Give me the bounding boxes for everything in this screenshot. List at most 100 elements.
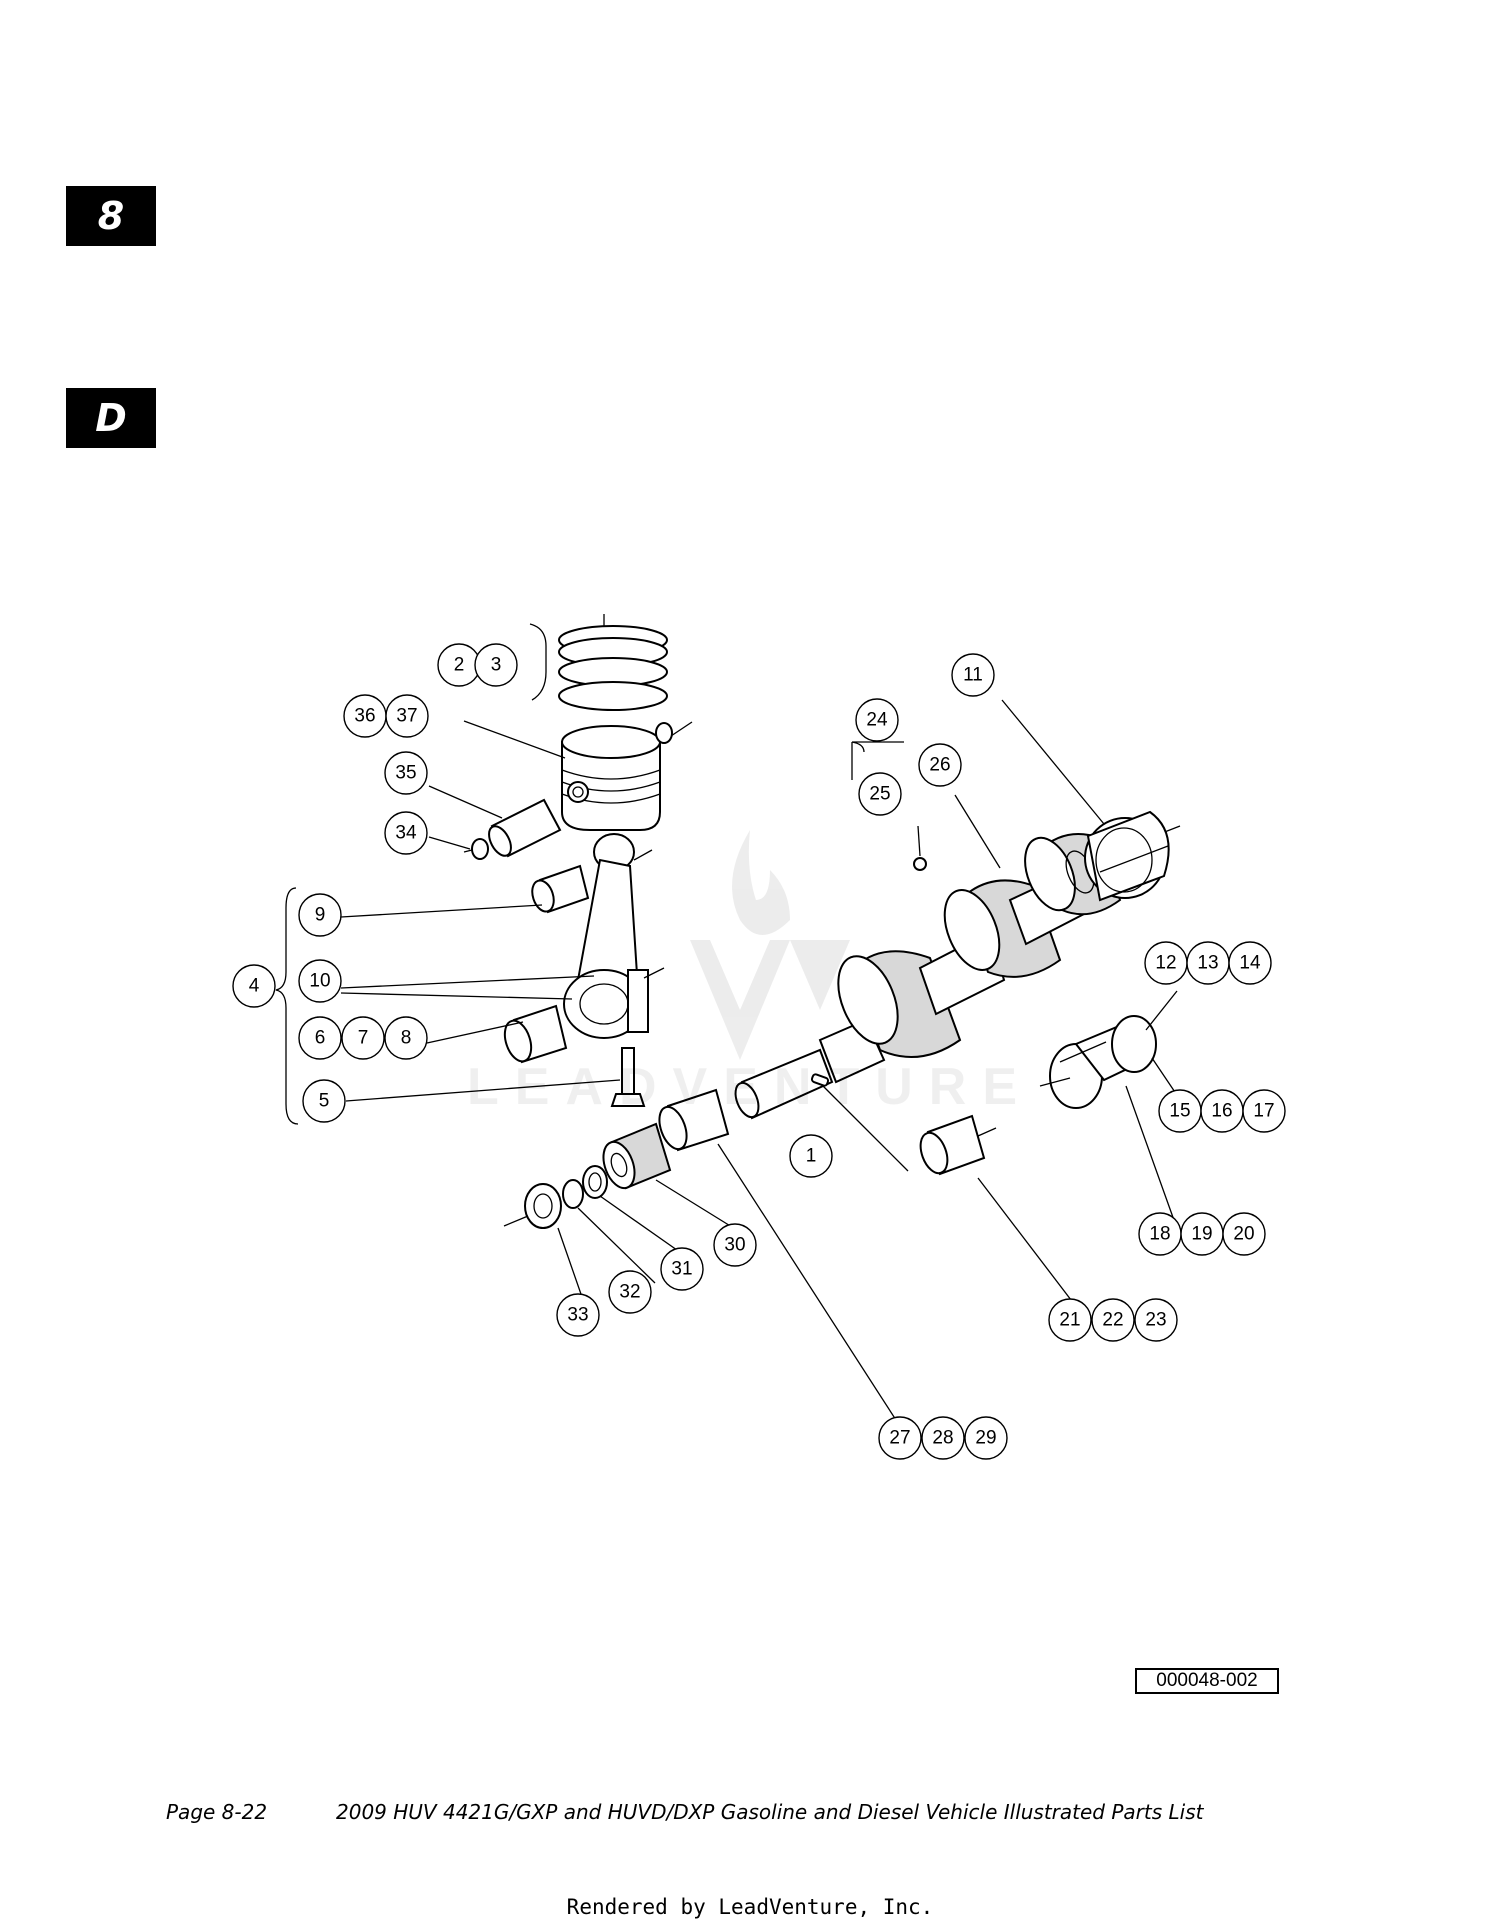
front-bearing-drawing <box>1084 810 1170 902</box>
callout-2: 2 <box>437 643 481 687</box>
callout-1: 1 <box>789 1134 833 1178</box>
callout-5: 5 <box>302 1079 346 1123</box>
footer-document-title: 2009 HUV 4421G/GXP and HUVD/DXP Gasoline… <box>336 1800 1204 1824</box>
clip-right-drawing <box>655 722 673 744</box>
callout-label: 14 <box>1239 953 1261 974</box>
collar-drawing <box>582 1165 608 1199</box>
o-ring-drawing <box>562 1179 584 1209</box>
main-bearing-holder-drawing <box>1039 1015 1157 1109</box>
bracket-piston-rings <box>529 623 547 701</box>
callout-31: 31 <box>660 1247 704 1291</box>
crank-gear-drawing <box>602 1122 672 1190</box>
callout-32: 32 <box>608 1270 652 1314</box>
callout-label: 26 <box>929 755 950 776</box>
rod-bearing-drawing <box>503 1004 568 1064</box>
callout-label: 34 <box>395 823 417 844</box>
callout-37: 37 <box>385 694 429 738</box>
callout-label: 30 <box>724 1235 745 1256</box>
callout-22: 22 <box>1091 1298 1135 1342</box>
callout-label: 33 <box>567 1305 588 1326</box>
callout-label: 18 <box>1149 1224 1170 1245</box>
callout-26: 26 <box>918 743 962 787</box>
callout-20: 20 <box>1222 1212 1266 1256</box>
callout-35: 35 <box>384 751 428 795</box>
callout-13: 13 <box>1186 941 1230 985</box>
callout-label: 35 <box>395 763 416 784</box>
callout-label: 32 <box>619 1282 640 1303</box>
callout-label: 25 <box>869 784 890 805</box>
drawing-number: 000048-002 <box>1135 1668 1279 1694</box>
thrust-bearing-drawing <box>658 1088 730 1152</box>
crank-key-drawing <box>810 1073 830 1087</box>
callout-label: 27 <box>889 1428 910 1449</box>
callout-21: 21 <box>1048 1298 1092 1342</box>
callout-label: 12 <box>1155 953 1176 974</box>
callout-label: 16 <box>1211 1101 1232 1122</box>
callout-label: 37 <box>396 706 417 727</box>
small-end-bushing-drawing <box>531 864 590 914</box>
callout-label: 1 <box>806 1146 817 1167</box>
rendered-by-credit: Rendered by LeadVenture, Inc. <box>566 1895 934 1919</box>
bracket-crank-set <box>851 741 904 780</box>
callout-8: 8 <box>384 1016 428 1060</box>
main-bearing-drawing <box>919 1114 997 1176</box>
callout-label: 20 <box>1233 1224 1254 1245</box>
callout-4: 4 <box>232 964 276 1008</box>
callout-label: 28 <box>932 1428 953 1449</box>
clip-left-drawing <box>463 838 489 860</box>
callout-label: 22 <box>1102 1310 1123 1331</box>
callout-34: 34 <box>384 811 428 855</box>
callout-label: 15 <box>1169 1101 1190 1122</box>
callout-14: 14 <box>1228 941 1272 985</box>
callout-label: 24 <box>866 710 888 731</box>
callout-25: 25 <box>858 772 902 816</box>
bracket-connecting-rod-assy <box>275 887 299 1125</box>
callout-label: 4 <box>249 976 260 997</box>
callout-28: 28 <box>921 1416 965 1460</box>
callout-9: 9 <box>298 893 342 937</box>
crankshaft-drawing <box>734 825 1181 1120</box>
callout-23: 23 <box>1134 1298 1178 1342</box>
rod-bolt-drawing <box>610 1047 646 1107</box>
callout-15: 15 <box>1158 1089 1202 1133</box>
callout-3: 3 <box>474 643 518 687</box>
callout-label: 23 <box>1145 1310 1166 1331</box>
callout-label: 3 <box>491 655 502 676</box>
seal-drawing <box>503 1183 562 1229</box>
section-tab-8: 8 <box>66 186 156 246</box>
callout-label: 2 <box>454 655 465 676</box>
piston-pin-drawing <box>488 798 562 858</box>
piston-drawing <box>561 721 693 831</box>
callout-label: 31 <box>671 1259 692 1280</box>
callout-label: 7 <box>358 1028 369 1049</box>
callout-label: 17 <box>1253 1101 1274 1122</box>
callout-12: 12 <box>1144 941 1188 985</box>
callout-30: 30 <box>713 1223 757 1267</box>
callout-36: 36 <box>343 694 387 738</box>
callout-19: 19 <box>1180 1212 1224 1256</box>
piston-rings-drawing <box>558 614 668 711</box>
callout-11: 11 <box>951 653 995 697</box>
callout-label: 5 <box>319 1091 330 1112</box>
callout-24: 24 <box>855 698 899 742</box>
callout-label: 8 <box>401 1028 412 1049</box>
section-tab-d: D <box>66 388 156 448</box>
callout-29: 29 <box>964 1416 1008 1460</box>
callout-6: 6 <box>298 1016 342 1060</box>
callout-label: 11 <box>963 665 983 686</box>
crank-ball-drawing <box>913 857 927 871</box>
callout-33: 33 <box>556 1293 600 1337</box>
callout-label: 21 <box>1059 1310 1080 1331</box>
callout-10: 10 <box>298 959 342 1003</box>
callout-7: 7 <box>341 1016 385 1060</box>
callout-label: 6 <box>315 1028 326 1049</box>
callout-17: 17 <box>1242 1089 1286 1133</box>
callout-label: 29 <box>975 1428 996 1449</box>
callout-label: 19 <box>1191 1224 1212 1245</box>
callout-label: 10 <box>309 971 330 992</box>
callout-label: 36 <box>354 706 375 727</box>
callout-label: 13 <box>1197 953 1218 974</box>
callout-27: 27 <box>878 1416 922 1460</box>
